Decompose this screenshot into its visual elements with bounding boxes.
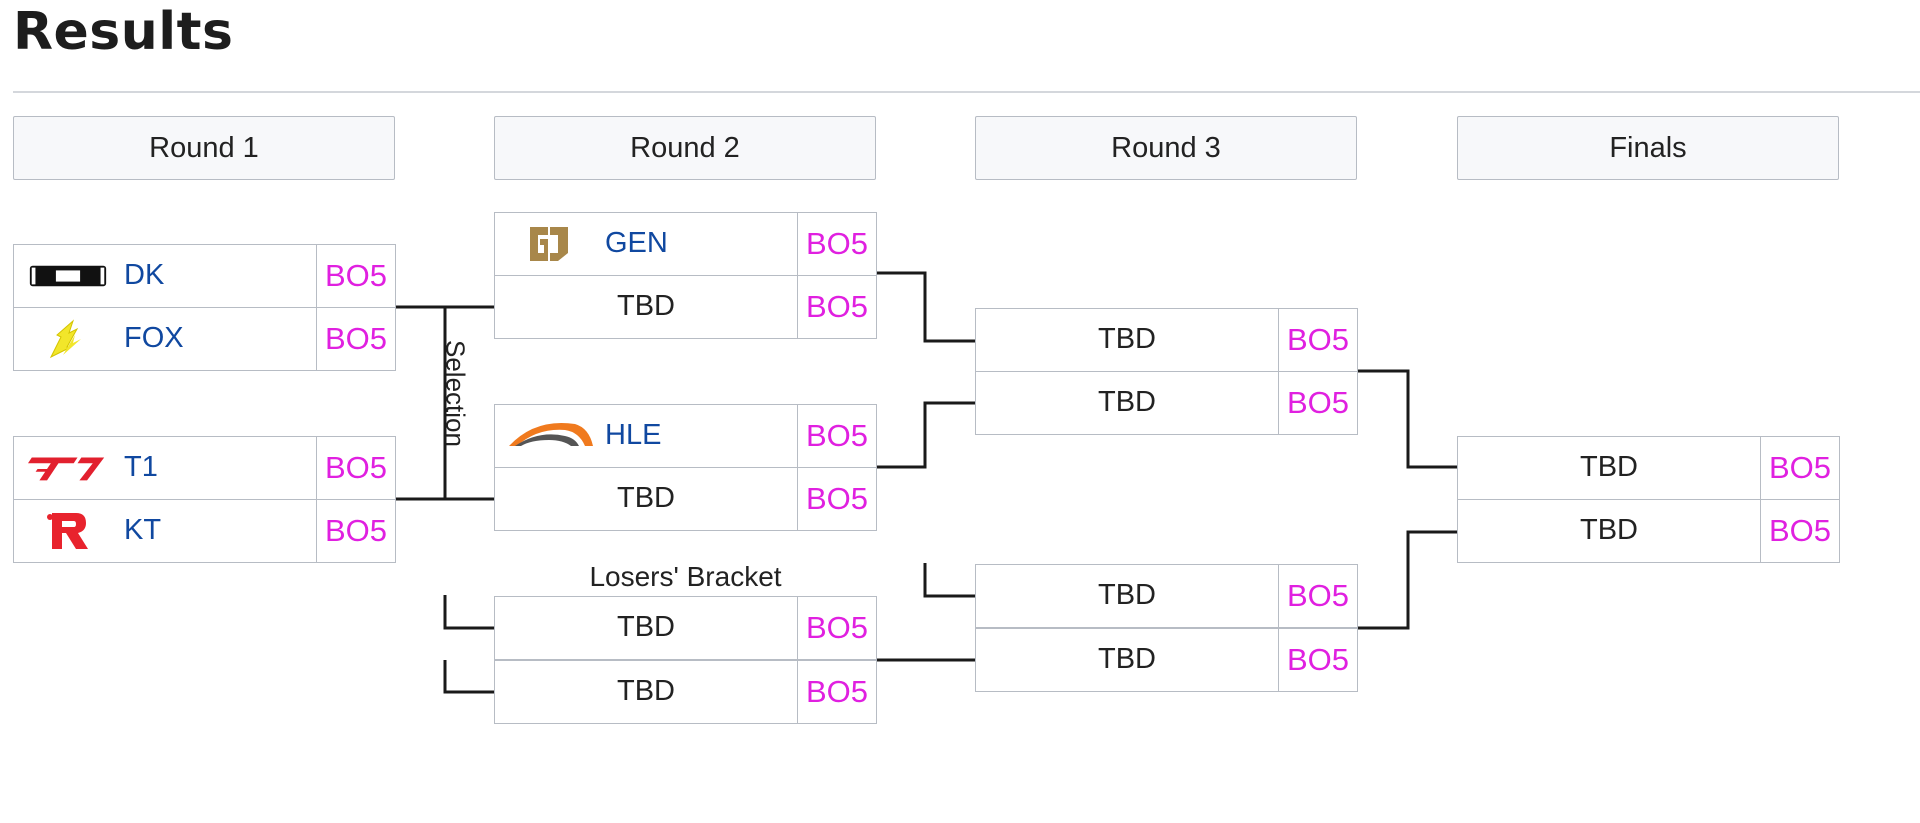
match-slot-fox[interactable]: FOX BO5 bbox=[13, 307, 396, 371]
round-header-1: Round 1 bbox=[13, 116, 395, 180]
hle-logo-icon bbox=[505, 413, 595, 459]
team-cell[interactable]: T1 bbox=[14, 437, 316, 499]
t1-logo-icon bbox=[28, 445, 108, 491]
connector-line bbox=[877, 401, 975, 469]
match-slot-tbd[interactable]: TBD BO5 bbox=[1457, 436, 1840, 500]
score-cell: BO5 bbox=[1278, 372, 1357, 434]
match-slot-t1[interactable]: T1 BO5 bbox=[13, 436, 396, 500]
title-divider bbox=[13, 91, 1920, 93]
team-cell[interactable]: GEN bbox=[495, 213, 797, 275]
score-cell: BO5 bbox=[316, 245, 395, 307]
team-name[interactable]: KT bbox=[124, 514, 162, 546]
score-cell: BO5 bbox=[797, 213, 876, 275]
team-name[interactable]: TBD bbox=[617, 611, 675, 643]
team-name[interactable]: TBD bbox=[1098, 386, 1156, 418]
match-slot-tbd[interactable]: TBD BO5 bbox=[1457, 499, 1840, 563]
score-cell: BO5 bbox=[797, 468, 876, 530]
team-name[interactable]: TBD bbox=[1580, 451, 1638, 483]
selection-label: Selection bbox=[440, 340, 471, 447]
team-cell[interactable]: HLE bbox=[495, 405, 797, 467]
match-slot-tbd[interactable]: TBD BO5 bbox=[494, 467, 877, 531]
team-cell[interactable]: FOX bbox=[14, 308, 316, 370]
connector-line bbox=[1358, 369, 1457, 469]
score-cell: BO5 bbox=[316, 500, 395, 562]
match-slot-kt[interactable]: KT BO5 bbox=[13, 499, 396, 563]
team-name[interactable]: TBD bbox=[617, 290, 675, 322]
match-slot-hle[interactable]: HLE BO5 bbox=[494, 404, 877, 468]
losers-bracket-label: Losers' Bracket bbox=[589, 561, 782, 592]
kt-logo-icon bbox=[28, 508, 108, 554]
connector-line bbox=[877, 271, 975, 343]
round-header-2: Round 2 bbox=[494, 116, 876, 180]
fox-logo-icon bbox=[28, 316, 108, 362]
match-slot-tbd[interactable]: TBD BO5 bbox=[975, 371, 1358, 435]
connector-line bbox=[1358, 530, 1457, 630]
gen-logo-icon bbox=[509, 221, 589, 267]
score-cell: BO5 bbox=[1760, 437, 1839, 499]
match-slot-dk[interactable]: DK BO5 bbox=[13, 244, 396, 308]
team-name[interactable]: TBD bbox=[1098, 643, 1156, 675]
team-name[interactable]: DK bbox=[124, 259, 165, 291]
match-slot-tbd[interactable]: TBD BO5 bbox=[494, 596, 877, 660]
score-cell: BO5 bbox=[797, 405, 876, 467]
connector-line bbox=[923, 563, 975, 598]
round-header-3: Round 3 bbox=[975, 116, 1357, 180]
match-slot-tbd[interactable]: TBD BO5 bbox=[494, 275, 877, 339]
match-slot-tbd[interactable]: TBD BO5 bbox=[494, 660, 877, 724]
connector-line bbox=[443, 595, 494, 630]
score-cell: BO5 bbox=[797, 661, 876, 723]
team-name[interactable]: T1 bbox=[124, 451, 158, 483]
dk-logo-icon bbox=[28, 253, 108, 299]
team-cell[interactable]: KT bbox=[14, 500, 316, 562]
match-slot-tbd[interactable]: TBD BO5 bbox=[975, 564, 1358, 628]
match-slot-tbd[interactable]: TBD BO5 bbox=[975, 628, 1358, 692]
score-cell: BO5 bbox=[1760, 500, 1839, 562]
team-name[interactable]: TBD bbox=[617, 482, 675, 514]
round-header-finals: Finals bbox=[1457, 116, 1839, 180]
score-cell: BO5 bbox=[316, 308, 395, 370]
team-name[interactable]: TBD bbox=[1098, 323, 1156, 355]
score-cell: BO5 bbox=[1278, 629, 1357, 691]
team-name[interactable]: TBD bbox=[1098, 579, 1156, 611]
score-cell: BO5 bbox=[797, 597, 876, 659]
team-name[interactable]: HLE bbox=[605, 419, 662, 451]
team-name[interactable]: GEN bbox=[605, 227, 668, 259]
score-cell: BO5 bbox=[316, 437, 395, 499]
team-name[interactable]: TBD bbox=[617, 675, 675, 707]
team-name[interactable]: TBD bbox=[1580, 514, 1638, 546]
team-name[interactable]: FOX bbox=[124, 322, 184, 354]
connector-line bbox=[443, 660, 494, 694]
page-title: Results bbox=[13, 2, 234, 62]
score-cell: BO5 bbox=[797, 276, 876, 338]
score-cell: BO5 bbox=[1278, 309, 1357, 371]
match-slot-gen[interactable]: GEN BO5 bbox=[494, 212, 877, 276]
score-cell: BO5 bbox=[1278, 565, 1357, 627]
match-slot-tbd[interactable]: TBD BO5 bbox=[975, 308, 1358, 372]
team-cell[interactable]: DK bbox=[14, 245, 316, 307]
